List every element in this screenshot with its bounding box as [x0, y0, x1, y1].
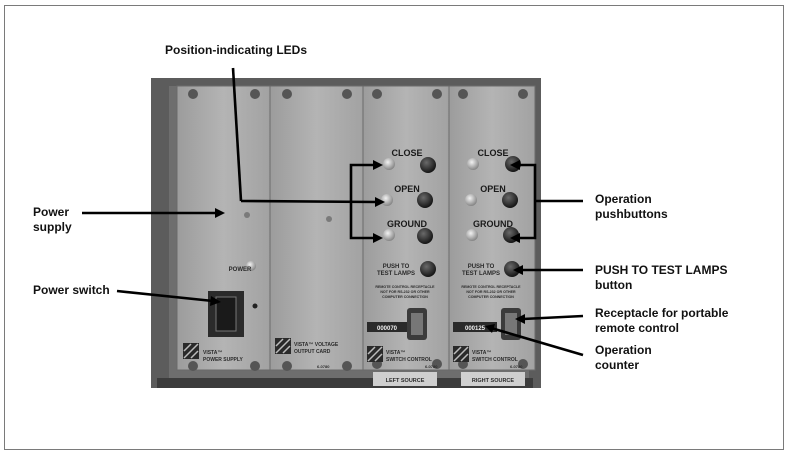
- callout-line: counter: [595, 358, 640, 372]
- callout-line: Receptacle for portable: [595, 306, 729, 320]
- ground-led: [466, 229, 478, 241]
- remote-note: COMPUTER CONNECTION: [382, 295, 428, 299]
- diagram-frame: POWER VISTA™ POWER SUPPLY VISTA™ VOLTAGE…: [4, 5, 784, 450]
- right-source-tab: [461, 372, 525, 386]
- brand-line: VISTA™ VOLTAGE: [294, 342, 339, 348]
- open-led: [465, 194, 477, 206]
- counter-callout: Operation counter: [595, 343, 652, 373]
- operation-counter: [453, 322, 497, 332]
- pushbuttons-callout: Operation pushbuttons: [595, 192, 668, 222]
- counter-digits: 000125: [465, 326, 486, 332]
- brand-line: SWITCH CONTROL: [386, 357, 432, 363]
- ground-pushbutton[interactable]: [417, 228, 433, 244]
- open-pushbutton[interactable]: [417, 192, 433, 208]
- brand-line: SWITCH CONTROL: [472, 357, 518, 363]
- power-switch-callout: Power switch: [33, 283, 110, 297]
- test-lamps-pushbutton[interactable]: [420, 261, 436, 277]
- remote-note: NOT FOR RS-232 OR OTHER: [466, 290, 516, 294]
- leds-callout: Position-indicating LEDs: [165, 43, 308, 57]
- remote-note: REMOTE CONTROL RECEPTACLE: [375, 285, 435, 289]
- ground-label: GROUND: [473, 219, 513, 229]
- brand-line: VISTA™: [472, 350, 491, 356]
- open-led: [381, 194, 393, 206]
- left-switch-control-card: [362, 85, 450, 371]
- remote-note: REMOTE CONTROL RECEPTACLE: [461, 285, 521, 289]
- power-supply-card: [176, 85, 271, 371]
- switch-panel-photo: POWER VISTA™ POWER SUPPLY VISTA™ VOLTAGE…: [82, 67, 584, 388]
- remote-note: NOT FOR RS-232 OR OTHER: [380, 290, 430, 294]
- power-supply-callout: Power supply: [33, 205, 72, 235]
- right-switch-control-card: [448, 85, 536, 371]
- counter-digits: 000070: [377, 326, 398, 332]
- ground-led: [383, 229, 395, 241]
- test-lamps-label: TEST LAMPS: [377, 271, 415, 277]
- power-label: POWER: [229, 267, 252, 273]
- right-source-label: RIGHT SOURCE: [472, 378, 515, 384]
- open-label: OPEN: [480, 184, 506, 194]
- voltage-output-card: [269, 85, 364, 371]
- chassis-rail: [157, 378, 533, 388]
- brand-line: POWER SUPPLY: [203, 357, 243, 363]
- test-lamps-callout: PUSH TO TEST LAMPS button: [595, 263, 727, 293]
- brand-line: VISTA™: [386, 350, 405, 356]
- arrowheads: [210, 160, 525, 333]
- open-label: OPEN: [394, 184, 420, 194]
- close-label: CLOSE: [391, 148, 422, 158]
- test-lamps-label: PUSH TO: [468, 264, 495, 270]
- test-lamps-label: TEST LAMPS: [462, 271, 500, 277]
- model-label: 6-0780: [317, 364, 330, 369]
- model-label: 6-0780: [510, 364, 523, 369]
- callout-line: Operation: [595, 343, 652, 357]
- operation-counter: [367, 322, 407, 332]
- brand-line: OUTPUT CARD: [294, 349, 331, 355]
- callout-line: pushbuttons: [595, 207, 668, 221]
- close-led: [383, 158, 395, 170]
- brand-line: VISTA™: [203, 350, 222, 356]
- left-source-tab: [373, 372, 437, 386]
- ground-label: GROUND: [387, 219, 427, 229]
- power-led: [246, 261, 256, 271]
- remote-note: COMPUTER CONNECTION: [468, 295, 514, 299]
- callout-line: Operation: [595, 192, 652, 206]
- close-pushbutton[interactable]: [420, 157, 436, 173]
- callout-line: button: [595, 278, 633, 292]
- test-lamps-label: PUSH TO: [383, 264, 410, 270]
- open-pushbutton[interactable]: [502, 192, 518, 208]
- model-label: 6-0780: [425, 364, 438, 369]
- callout-line: PUSH TO TEST LAMPS: [595, 263, 728, 277]
- left-source-label: LEFT SOURCE: [386, 378, 425, 384]
- callout-line: supply: [33, 220, 72, 234]
- leader-lines: [82, 67, 584, 357]
- close-led: [467, 158, 479, 170]
- callout-line: Power: [33, 205, 70, 219]
- receptacle-callout: Receptacle for portable remote control: [595, 306, 728, 336]
- callout-line: remote control: [595, 321, 680, 335]
- test-lamps-pushbutton[interactable]: [504, 261, 520, 277]
- close-label: CLOSE: [477, 148, 508, 158]
